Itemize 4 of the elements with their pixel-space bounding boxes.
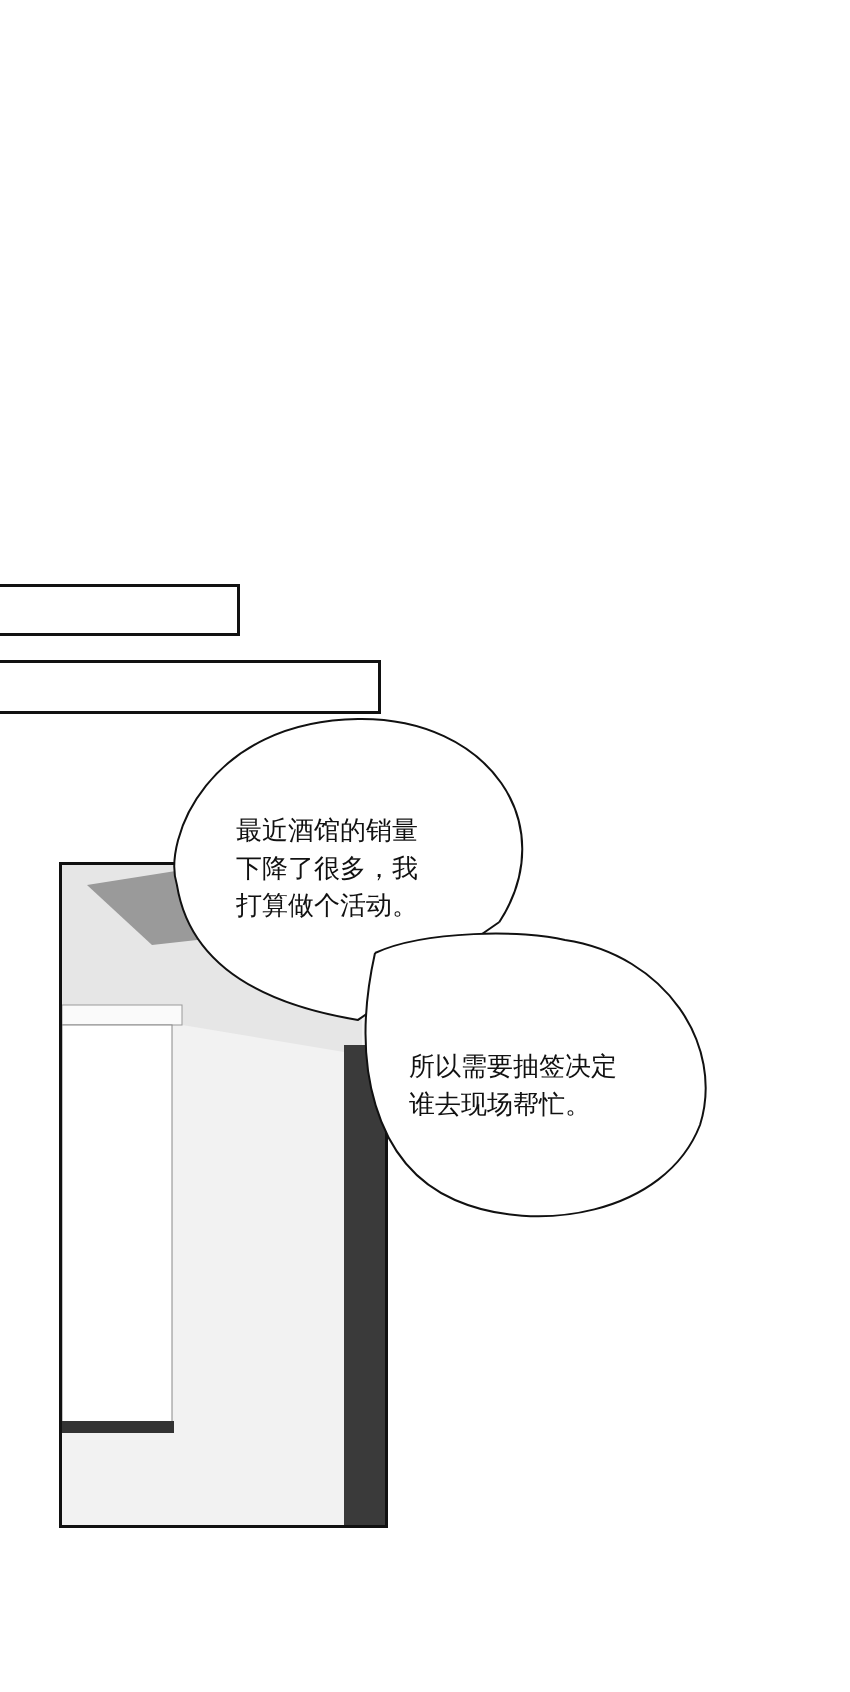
dialogue-text: 最近酒馆的销量下降了很多，我打算做个活动。: [236, 814, 419, 923]
caption-box: [0, 584, 240, 636]
dialogue-text: 所以需要抽签决定谁去现场帮忙。: [409, 1050, 618, 1121]
caption-box: [0, 660, 381, 714]
